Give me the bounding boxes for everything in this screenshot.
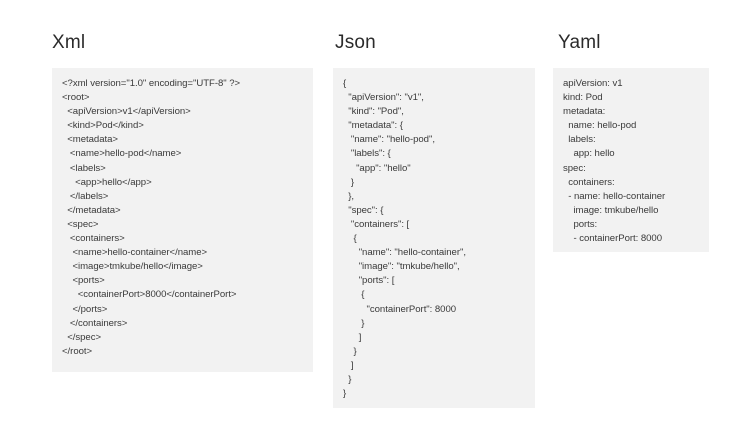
yaml-code-panel: apiVersion: v1 kind: Pod metadata: name:…: [553, 68, 709, 252]
xml-code-text: <?xml version="1.0" encoding="UTF-8" ?> …: [62, 78, 241, 357]
xml-code-panel: <?xml version="1.0" encoding="UTF-8" ?> …: [52, 68, 313, 372]
json-column-title: Json: [335, 32, 376, 53]
yaml-code-text: apiVersion: v1 kind: Pod metadata: name:…: [563, 78, 666, 245]
json-code-panel: { "apiVersion": "v1", "kind": "Pod", "me…: [333, 68, 535, 408]
xml-column-title: Xml: [52, 32, 86, 53]
yaml-column-title: Yaml: [558, 32, 601, 53]
json-code-text: { "apiVersion": "v1", "kind": "Pod", "me…: [343, 78, 466, 400]
